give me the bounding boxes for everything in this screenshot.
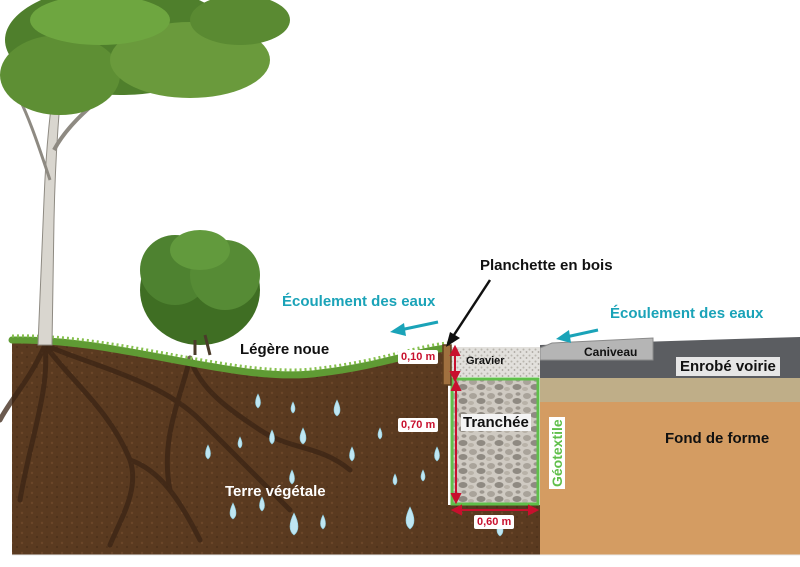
geotextile-outline: [450, 377, 540, 506]
tranchee-label: Tranchée: [461, 414, 531, 431]
dim-arrow-trench-width: [450, 504, 540, 516]
dim-label-trench-width: 0,60 m: [474, 515, 515, 529]
geotextile-label: Géotextile: [549, 417, 565, 489]
tree-canopy: [0, 0, 290, 115]
legere-noue-label: Légère noue: [240, 341, 330, 358]
gravier-layer: [448, 347, 540, 377]
planchette-plank: [442, 344, 452, 386]
shrub: [140, 230, 260, 356]
enrobe-label: Enrobé voirie: [676, 357, 780, 376]
flow-arrow-left: [390, 320, 439, 336]
flow-label-right: Écoulement des eaux: [610, 305, 764, 322]
flow-arrow-right: [556, 328, 599, 343]
dim-arrow-trench-depth: [450, 379, 462, 505]
flow-label-left: Écoulement des eaux: [282, 293, 436, 310]
tree-trunk: [37, 79, 63, 346]
gravier-label: Gravier: [466, 355, 505, 367]
caniveau-label: Caniveau: [584, 345, 638, 359]
planchette-pointer-arrow: [446, 279, 492, 347]
fond-de-forme-label: Fond de forme: [665, 430, 770, 447]
fond-de-forme-layer: [540, 400, 800, 555]
base-course-layer: [540, 378, 800, 402]
dim-label-trench-depth: 0,70 m: [398, 418, 439, 432]
dim-arrow-gravel: [449, 344, 461, 383]
dim-label-gravel: 0,10 m: [398, 350, 439, 364]
soil-body: [12, 339, 540, 555]
tranchee-gravel: [452, 380, 537, 503]
planchette-label: Planchette en bois: [480, 257, 613, 274]
terre-vegetale-label: Terre végétale: [225, 483, 326, 500]
root-system: [0, 342, 353, 548]
